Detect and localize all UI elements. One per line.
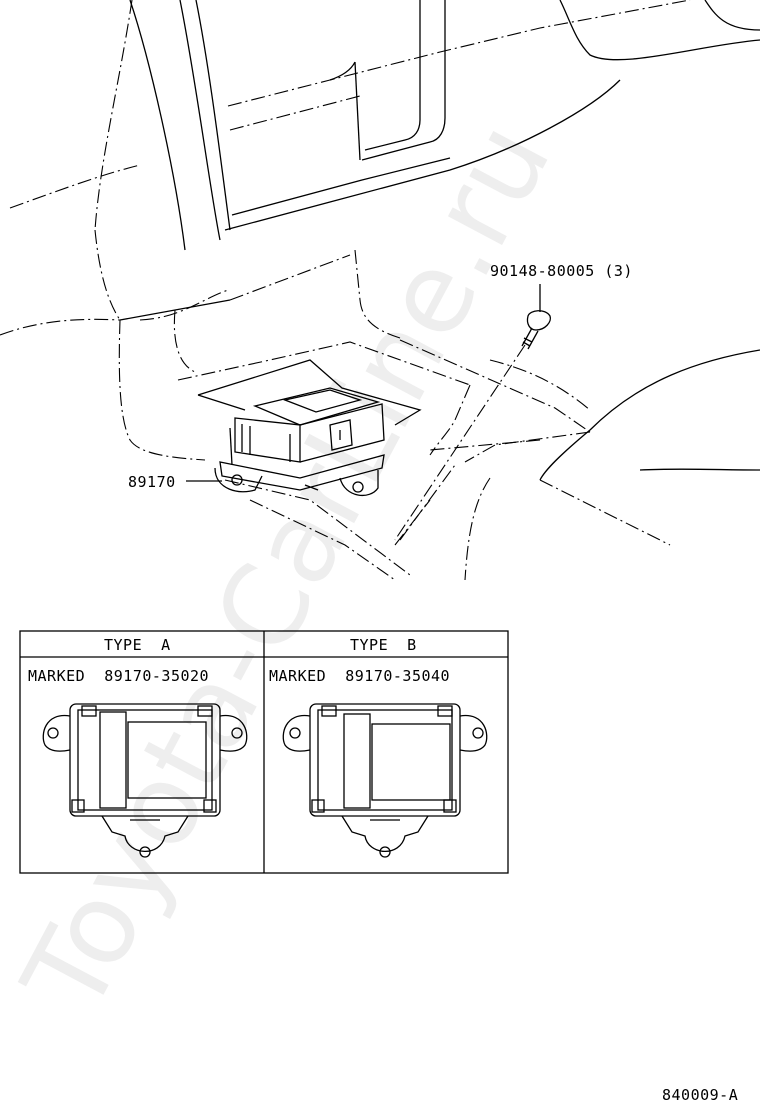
bolt-part-number: 90148-80005 (3) <box>490 262 633 280</box>
type-a-header: TYPE A <box>104 636 171 654</box>
watermark: Toyota-CarLine.ru <box>0 102 576 1033</box>
type-a-marked-label: MARKED 89170-35020 <box>28 667 209 685</box>
type-b-header: TYPE B <box>350 636 417 654</box>
bolt <box>521 310 551 350</box>
type-b-marked-label: MARKED 89170-35040 <box>269 667 450 685</box>
type-b-sensor-drawing <box>282 703 488 858</box>
airbag-sensor-assembly <box>197 359 422 497</box>
vehicle-interior-outline <box>0 0 760 581</box>
diagram-id: 840009-A <box>662 1086 738 1104</box>
sensor-part-number: 89170 <box>128 473 176 491</box>
type-comparison-table <box>19 630 509 874</box>
type-a-sensor-drawing <box>42 703 248 858</box>
